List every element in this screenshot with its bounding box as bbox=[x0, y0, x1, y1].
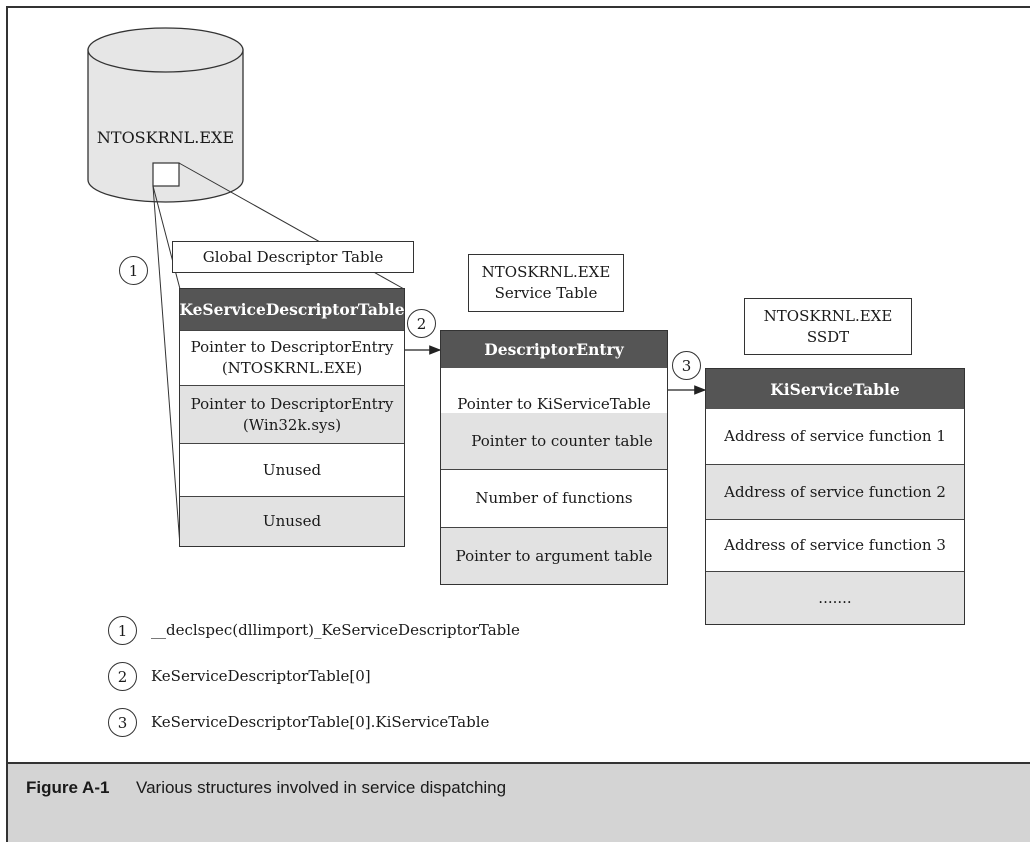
ki-table-row: ....... bbox=[706, 571, 964, 624]
ki-table-row: Address of service function 2 bbox=[706, 464, 964, 519]
ki-table-header: KiServiceTable bbox=[706, 369, 964, 409]
ke-row1-line1: Pointer to DescriptorEntry bbox=[190, 338, 394, 356]
descriptor-entry-row: Number of functions bbox=[441, 469, 667, 527]
service-table-label-line2: Service Table bbox=[494, 284, 598, 302]
descriptor-row1-text: Pointer to KiServiceTable bbox=[457, 394, 651, 413]
descriptor-entry-row: Pointer to counter table bbox=[441, 413, 667, 469]
ke-service-descriptor-table: KeServiceDescriptorTable Pointer to Desc… bbox=[179, 288, 405, 547]
legend-text-2: KeServiceDescriptorTable[0] bbox=[151, 667, 371, 685]
ke-table-header-text: KeServiceDescriptorTable bbox=[179, 300, 405, 319]
step-marker-3-text: 3 bbox=[681, 356, 692, 375]
gdt-label-box: Global Descriptor Table bbox=[172, 241, 414, 273]
ke-row2-line2: (Win32k.sys) bbox=[242, 415, 342, 434]
ki-row4-text: ....... bbox=[818, 588, 852, 607]
ke-table-row: Unused bbox=[180, 443, 404, 496]
ki-service-table: KiServiceTable Address of service functi… bbox=[705, 368, 965, 625]
legend-marker-1-text: 1 bbox=[117, 621, 128, 640]
descriptor-entry-table: DescriptorEntry Pointer to KiServiceTabl… bbox=[440, 330, 668, 585]
descriptor-row4-text: Pointer to argument table bbox=[455, 546, 653, 565]
ke-row2-line1: Pointer to DescriptorEntry bbox=[190, 394, 394, 413]
legend-text-3: KeServiceDescriptorTable[0].KiServiceTab… bbox=[151, 713, 490, 731]
step-marker-2-text: 2 bbox=[416, 314, 427, 333]
descriptor-entry-header: DescriptorEntry bbox=[441, 331, 667, 368]
figure-number: Figure A-1 bbox=[26, 778, 110, 797]
figure-caption: Figure A-1 Various structures involved i… bbox=[8, 762, 1030, 842]
disk-cylinder-icon bbox=[87, 27, 244, 203]
ke-table-row: Pointer to DescriptorEntry (NTOSKRNL.EXE… bbox=[180, 330, 404, 385]
ke-table-header: KeServiceDescriptorTable bbox=[179, 289, 405, 330]
step-marker-1: 1 bbox=[119, 256, 148, 285]
service-table-label-box: NTOSKRNL.EXE Service Table bbox=[468, 254, 624, 312]
ke-table-row: Unused bbox=[180, 496, 404, 546]
descriptor-entry-row: Pointer to argument table bbox=[441, 527, 667, 584]
legend-marker-3: 3 bbox=[108, 708, 137, 737]
ki-row2-text: Address of service function 2 bbox=[724, 482, 946, 501]
legend-marker-2: 2 bbox=[108, 662, 137, 691]
ki-table-header-text: KiServiceTable bbox=[770, 379, 900, 399]
disk-section-marker bbox=[152, 162, 180, 187]
disk-label: NTOSKRNL.EXE bbox=[96, 128, 235, 147]
figure-caption-text: Various structures involved in service d… bbox=[136, 778, 507, 797]
ssdt-label-line2: SSDT bbox=[806, 327, 850, 346]
step-marker-2: 2 bbox=[407, 309, 436, 338]
ke-row4-text: Unused bbox=[262, 512, 322, 530]
ki-table-row: Address of service function 3 bbox=[706, 519, 964, 571]
ke-row3-text: Unused bbox=[262, 460, 322, 479]
ssdt-label-box: NTOSKRNL.EXE SSDT bbox=[744, 298, 912, 355]
figure-frame bbox=[6, 6, 1030, 842]
ki-row3-text: Address of service function 3 bbox=[724, 536, 946, 554]
descriptor-row2-text: Pointer to counter table bbox=[471, 431, 653, 450]
gdt-label: Global Descriptor Table bbox=[202, 247, 384, 266]
step-marker-3: 3 bbox=[672, 351, 701, 380]
step-marker-1-text: 1 bbox=[128, 261, 139, 280]
descriptor-entry-header-text: DescriptorEntry bbox=[484, 340, 624, 359]
zoom-line-left-bottom bbox=[152, 185, 181, 547]
ki-table-row: Address of service function 1 bbox=[706, 409, 964, 464]
service-table-label-line1: NTOSKRNL.EXE bbox=[481, 263, 611, 281]
ke-row1-line2: (NTOSKRNL.EXE) bbox=[221, 359, 363, 377]
legend-marker-3-text: 3 bbox=[117, 713, 128, 732]
legend-marker-2-text: 2 bbox=[117, 667, 128, 686]
ke-table-row: Pointer to DescriptorEntry (Win32k.sys) bbox=[180, 385, 404, 443]
legend-text-1: __declspec(dllimport)_KeServiceDescripto… bbox=[151, 621, 520, 639]
legend-marker-1: 1 bbox=[108, 616, 137, 645]
ki-row1-text: Address of service function 1 bbox=[724, 427, 946, 445]
ssdt-label-line1: NTOSKRNL.EXE bbox=[763, 306, 893, 325]
descriptor-row3-text: Number of functions bbox=[475, 489, 633, 507]
